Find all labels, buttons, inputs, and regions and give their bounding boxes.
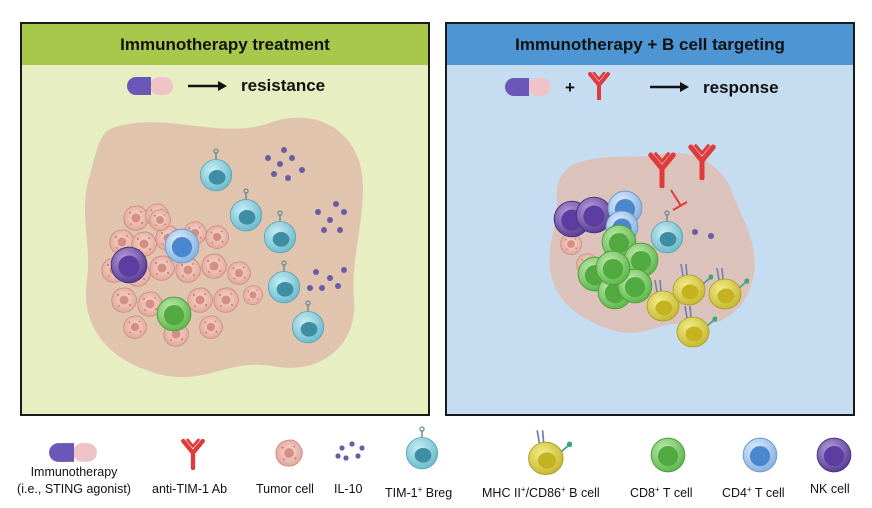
legend-anti-tim1-ab: anti-TIM-1 Ab (152, 482, 228, 496)
legend-tumor-cell: Tumor cell (256, 482, 314, 496)
tumor-cell-icon (275, 439, 303, 467)
legend-b-cell: MHC II+/CD86+ B cell (482, 485, 600, 501)
il10-icon (335, 441, 365, 461)
cd4-t-cell (164, 228, 200, 264)
cd8-t-cell (156, 296, 192, 332)
panel-immunotherapy-b-cell-targeting: Immunotherapy + B cell targeting (445, 22, 855, 416)
plus-sign: + (565, 78, 575, 97)
right-panel-illustration (505, 72, 755, 348)
outcome-response: response (703, 78, 779, 97)
nk-cell (110, 246, 148, 284)
legend-cd4-t-cell: CD4+ T cell (722, 485, 785, 501)
panel-immunotherapy-treatment: Immunotherapy treatment (20, 22, 430, 416)
panel-title-right: Immunotherapy + B cell targeting (447, 24, 853, 65)
b-cell-icon (527, 429, 572, 476)
inhibition-line (670, 189, 682, 207)
breg-icon (405, 426, 439, 470)
cd4-t-cell-icon (742, 437, 778, 473)
legend-icons (49, 426, 852, 476)
immunotherapy-pill-icon (505, 78, 551, 96)
cd8-t-cell-icon (650, 437, 686, 473)
immunotherapy-pill-icon (49, 443, 97, 462)
nk-cell-icon (816, 437, 852, 473)
legend-cd8-t-cell: CD8+ T cell (630, 485, 693, 501)
il10-molecules (692, 229, 714, 239)
legend-immunotherapy: Immunotherapy (i.e., STING agonist) (17, 465, 131, 496)
legend-nk-cell: NK cell (810, 482, 850, 496)
antibody-icon (588, 72, 610, 100)
il10-molecules (265, 147, 347, 291)
panel-title-left: Immunotherapy treatment (22, 24, 428, 65)
legend-il10: IL-10 (334, 482, 363, 496)
outcome-resistance: resistance (241, 76, 326, 95)
immunotherapy-pill-icon (127, 77, 173, 95)
antibody-icon (183, 440, 203, 468)
legend-breg: TIM-1+ Breg (385, 485, 453, 501)
left-panel-illustration (84, 77, 363, 378)
